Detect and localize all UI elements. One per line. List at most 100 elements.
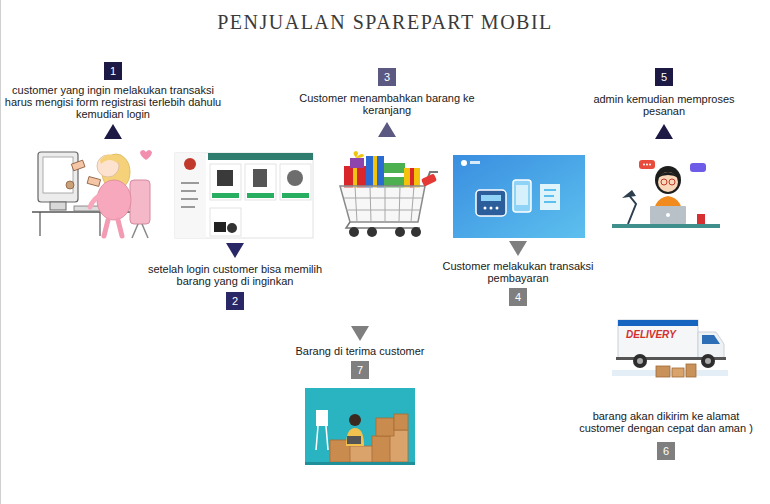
step-text: setelah login customer bisa memilih bara… (137, 263, 333, 287)
customer-illustration (104, 220, 122, 236)
received-illustration (372, 436, 392, 462)
truck-label: DELIVERY (626, 329, 676, 340)
arrow-triangle (378, 122, 396, 137)
truck-illustration (702, 335, 720, 344)
shop-screenshot (287, 170, 303, 186)
cart-illustration (346, 222, 420, 228)
admin-illustration (650, 206, 686, 224)
cart-illustration (340, 186, 425, 222)
step-node: Barang di terima customer7 (270, 326, 450, 379)
truck-illustration (672, 368, 684, 377)
cart-illustration (421, 173, 437, 186)
payment-illustration (513, 180, 531, 212)
arrow-triangle (509, 241, 527, 256)
customer-illustration (97, 180, 131, 220)
callout-number: 1 (104, 62, 122, 80)
shop-screenshot (175, 153, 313, 238)
step-text: Customer menambahkan barang ke keranjang (295, 92, 479, 116)
shop-screenshot (210, 164, 241, 200)
arrow-triangle (378, 122, 396, 137)
step-node: setelah login customer bisa memilih bara… (137, 243, 333, 310)
received-illustration (349, 414, 361, 426)
truck-illustration (656, 366, 670, 377)
shop-screenshot (245, 164, 276, 200)
arrow-triangle (104, 124, 122, 139)
step-text: customer yang ingin melakukan transaksi … (4, 84, 222, 120)
page-edge (0, 0, 1, 504)
truck-illustration (705, 358, 711, 364)
cart-illustration (349, 227, 359, 237)
payment-illustration (481, 195, 501, 201)
shop-screenshot (181, 190, 196, 192)
admin-illustration (612, 160, 720, 228)
customer-illustration (71, 160, 85, 171)
cart-illustration (353, 166, 357, 188)
cart-illustration (384, 173, 405, 177)
admin-illustration (643, 164, 645, 166)
customer-illustration (38, 152, 78, 202)
cart-illustration (340, 151, 438, 237)
customer-illustration (100, 154, 120, 164)
payment-illustration (496, 207, 499, 210)
customer-illustration (43, 157, 73, 193)
arrow-triangle (226, 243, 244, 258)
customer-illustration (99, 212, 100, 236)
admin-illustration (690, 163, 706, 172)
truck-illustration (618, 320, 698, 358)
admin-illustration (669, 179, 675, 185)
received-illustration (305, 388, 415, 465)
step-text: admin kemudian memproses pesanan (589, 93, 739, 117)
admin-illustration (655, 166, 681, 194)
arrow-triangle (509, 241, 527, 256)
callout-number: 7 (351, 361, 369, 379)
payment-illustration (544, 195, 554, 197)
step-node: 1 customer yang ingin melakukan transaksi… (4, 62, 222, 139)
step-node: barang akan dikirim ke alamat customer d… (574, 410, 758, 460)
received-illustration (350, 446, 374, 462)
callout-number: 4 (509, 288, 527, 306)
step-node: Customer melakukan transaksi pembayaran 4 (433, 241, 603, 306)
payment-illustration (544, 189, 556, 191)
cart-illustration (395, 227, 405, 237)
customer-illustration (32, 150, 152, 238)
admin-illustration (646, 164, 648, 166)
arrow-triangle (104, 124, 122, 139)
received-illustration (305, 388, 415, 465)
cart-illustration (344, 186, 422, 222)
payment-illustration (490, 207, 493, 210)
arrow-triangle (226, 243, 244, 258)
step-node: 5 admin kemudian memproses pesanan (589, 68, 739, 139)
admin-illustration (639, 160, 655, 169)
admin-illustration (661, 179, 667, 185)
admin-illustration (666, 213, 670, 217)
cart-illustration (367, 227, 377, 237)
diagram-title: PENJUALAN SPAREPART MOBIL (217, 10, 553, 34)
cart-illustration (410, 168, 414, 188)
shop-screenshot (208, 153, 313, 160)
received-illustration (376, 418, 394, 436)
customer-illustration (142, 224, 148, 238)
payment-illustration (516, 185, 528, 205)
payment-illustration (470, 161, 480, 164)
payment-illustration (453, 155, 585, 238)
admin-illustration (628, 194, 636, 224)
shop-screenshot (175, 153, 206, 238)
payment-illustration (540, 184, 560, 210)
customer-illustration (140, 150, 152, 160)
received-illustration (316, 426, 318, 450)
payment-illustration (461, 160, 467, 166)
admin-illustration (697, 214, 705, 224)
truck-illustration (618, 320, 698, 326)
received-illustration (326, 426, 328, 450)
admin-illustration (622, 190, 636, 198)
truck-illustration (637, 358, 643, 364)
customer-illustration (39, 212, 40, 236)
cart-illustration (411, 227, 421, 237)
truck-illustration (612, 320, 728, 377)
cart-illustration (344, 166, 366, 188)
shop-screenshot (214, 222, 226, 232)
received-illustration (347, 436, 361, 444)
customer-illustration (66, 181, 74, 189)
step-text: Customer melakukan transaksi pembayaran (433, 260, 603, 284)
callout-number: 5 (655, 68, 673, 86)
